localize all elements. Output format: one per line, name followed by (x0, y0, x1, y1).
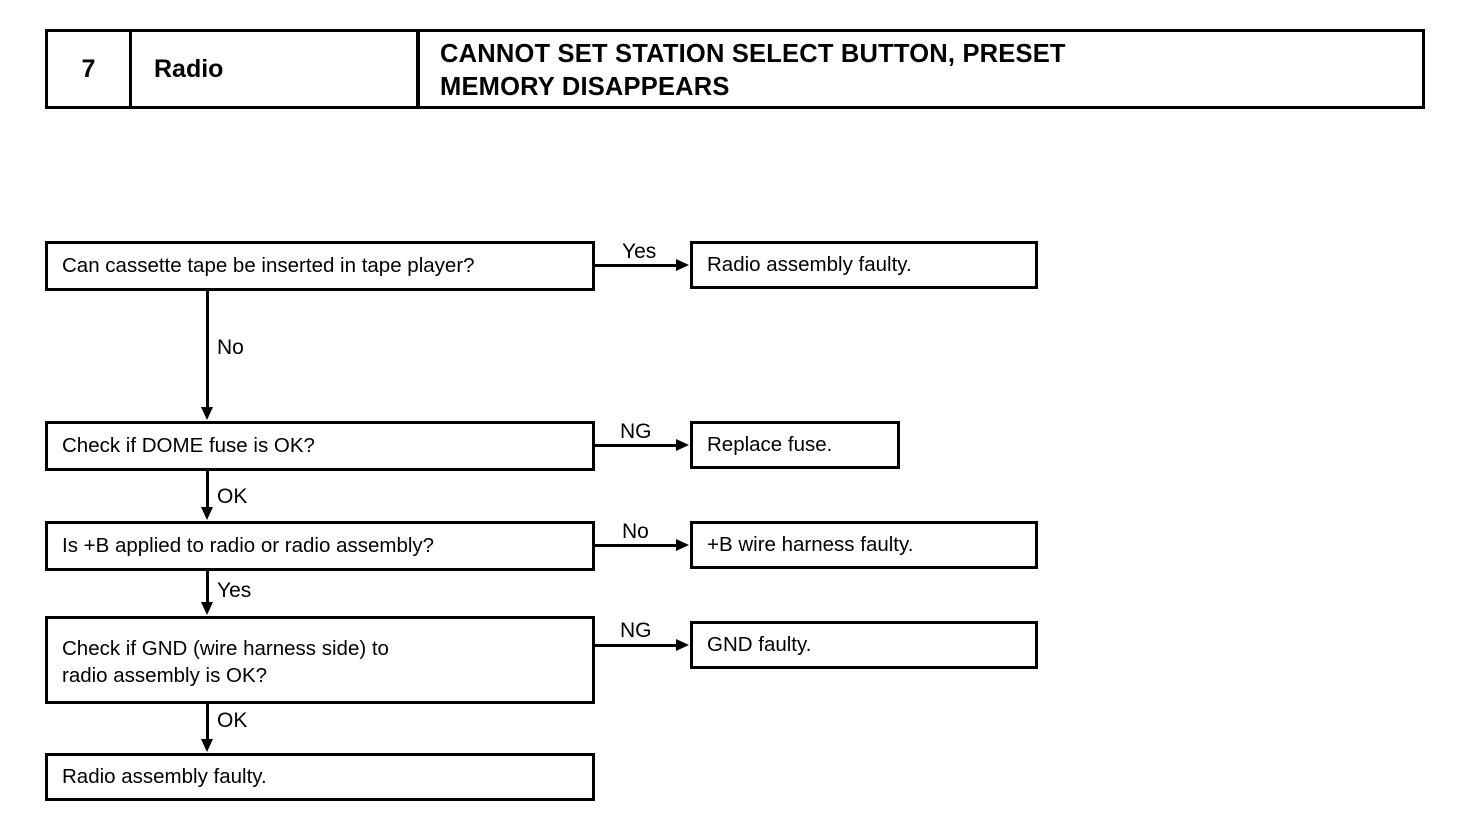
edge-label-q4-ok: OK (217, 709, 248, 732)
arrowhead-q1-to-r1 (676, 259, 689, 271)
edge-label-q2-ng: NG (620, 420, 652, 443)
flow-box-final-radio-assembly-faulty: Radio assembly faulty. (45, 753, 595, 801)
connector-q1-to-r1 (595, 264, 677, 267)
flow-box-text: Check if GND (wire harness side) to radi… (62, 637, 389, 688)
flow-box-is-b-applied-to-radio: Is +B applied to radio or radio assembly… (45, 521, 595, 571)
connector-q3-to-r3 (595, 544, 677, 547)
flow-box-text: Check if DOME fuse is OK? (62, 434, 315, 458)
edge-label-q1-yes: Yes (622, 240, 657, 263)
edge-label-q1-no: No (217, 336, 244, 359)
fault-title-cell: CANNOT SET STATION SELECT BUTTON, PRESET… (420, 32, 1422, 106)
edge-label-q2-ok: OK (217, 485, 248, 508)
connector-q4-to-r4 (595, 644, 677, 647)
fault-header-table: 7 Radio CANNOT SET STATION SELECT BUTTON… (45, 29, 1425, 109)
connector-q2-to-r2 (595, 444, 677, 447)
arrowhead-q2-to-q3 (201, 507, 213, 520)
connector-q1-to-q2 (206, 291, 209, 408)
flow-box-text: Can cassette tape be inserted in tape pl… (62, 254, 475, 278)
arrowhead-q3-to-r3 (676, 539, 689, 551)
connector-q4-to-q5 (206, 704, 209, 740)
arrowhead-q1-to-q2 (201, 407, 213, 420)
flow-box-text: +B wire harness faulty. (707, 533, 914, 557)
flow-box-text: GND faulty. (707, 633, 812, 657)
arrowhead-q2-to-r2 (676, 439, 689, 451)
fault-title-line-1: CANNOT SET STATION SELECT BUTTON, PRESET (440, 40, 1066, 68)
flow-box-text: Radio assembly faulty. (62, 765, 267, 789)
flow-box-text: Is +B applied to radio or radio assembly… (62, 534, 435, 558)
flow-box-check-gnd-wire-harness: Check if GND (wire harness side) to radi… (45, 616, 595, 704)
edge-label-q3-yes: Yes (217, 579, 252, 602)
flow-box-b-wire-harness-faulty: +B wire harness faulty. (690, 521, 1038, 569)
flow-box-text: Replace fuse. (707, 433, 833, 457)
arrowhead-q4-to-q5 (201, 739, 213, 752)
flow-box-text: Radio assembly faulty. (707, 253, 912, 277)
arrowhead-q3-to-q4 (201, 602, 213, 615)
fault-system-cell: Radio (132, 32, 420, 106)
edge-label-q4-ng: NG (620, 619, 652, 642)
connector-q2-to-q3 (206, 471, 209, 508)
arrowhead-q4-to-r4 (676, 639, 689, 651)
flow-box-can-cassette-tape-be-inserted: Can cassette tape be inserted in tape pl… (45, 241, 595, 291)
flow-box-check-dome-fuse: Check if DOME fuse is OK? (45, 421, 595, 471)
fault-number-cell: 7 (48, 32, 132, 106)
flow-box-radio-assembly-faulty: Radio assembly faulty. (690, 241, 1038, 289)
edge-label-q3-no: No (622, 520, 649, 543)
flow-box-replace-fuse: Replace fuse. (690, 421, 900, 469)
fault-title-line-2: MEMORY DISAPPEARS (440, 73, 730, 102)
flow-box-gnd-faulty: GND faulty. (690, 621, 1038, 669)
connector-q3-to-q4 (206, 571, 209, 603)
